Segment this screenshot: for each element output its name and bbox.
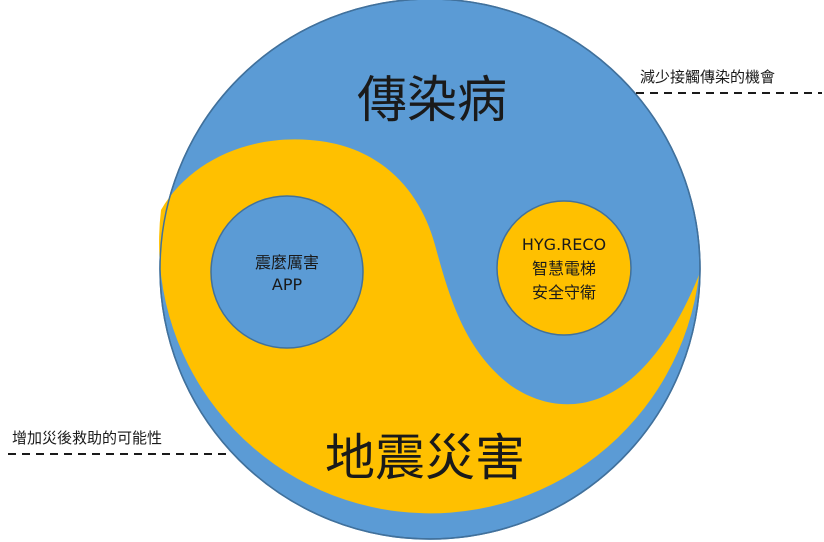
- inner-circle-left: [210, 195, 364, 349]
- outer-circle-outline: [159, 0, 701, 540]
- inner-circle-right: [496, 200, 632, 336]
- top-region-label: 傳染病: [357, 71, 507, 129]
- top-right-annotation: 減少接觸傳染的機會: [640, 68, 775, 86]
- bottom-left-annotation: 增加災後救助的可能性: [12, 429, 162, 447]
- bottom-region-label: 地震災害: [325, 429, 525, 487]
- left-circle-line1: 震麼厲害: [255, 253, 319, 272]
- right-circle-line3: 安全守衛: [532, 283, 596, 302]
- right-circle-line1: HYG.RECO: [522, 235, 606, 254]
- left-circle-line2: APP: [272, 275, 303, 294]
- right-circle-line2: 智慧電梯: [532, 259, 596, 278]
